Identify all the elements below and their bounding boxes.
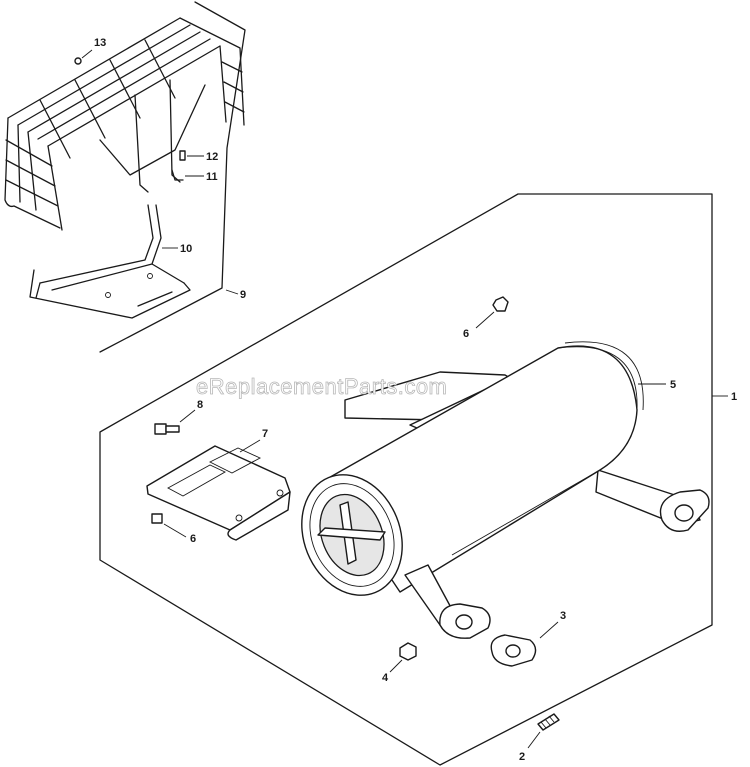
mounting-plate-7 [146, 445, 291, 541]
group-1-frame [99, 193, 713, 766]
screw-13 [74, 57, 82, 65]
group-9-frame [99, 1, 246, 353]
flange-nut-6-lower [151, 513, 163, 524]
callout-7: 7 [262, 428, 268, 440]
callout-5: 5 [670, 379, 676, 391]
outlet-flange-right [659, 489, 710, 532]
muffler-5 [301, 341, 701, 626]
callout-10: 10 [180, 243, 192, 255]
gasket-3 [490, 634, 537, 667]
bolt-8 [154, 423, 180, 435]
clip-11 [171, 169, 184, 181]
callout-2: 2 [519, 751, 525, 763]
callout-9: 9 [240, 289, 246, 301]
bolt-12 [179, 150, 186, 161]
callout-6-lower: 6 [190, 533, 196, 545]
callout-12: 12 [206, 151, 218, 163]
nut-4 [399, 642, 417, 661]
callout-1: 1 [731, 391, 737, 403]
callout-11: 11 [206, 171, 218, 183]
mounting-bracket-10 [29, 204, 191, 319]
callout-6-upper: 6 [463, 328, 469, 340]
callout-4: 4 [382, 672, 389, 684]
outlet-flange-left [439, 603, 491, 639]
callout-8: 8 [197, 399, 203, 411]
callout-3: 3 [560, 610, 566, 622]
callout-13: 13 [94, 37, 106, 49]
muffler-guard-cage [4, 17, 245, 231]
watermark: eReplacementParts.com [196, 374, 447, 399]
flange-nut-6-upper [492, 296, 509, 312]
stud-2 [537, 713, 560, 731]
